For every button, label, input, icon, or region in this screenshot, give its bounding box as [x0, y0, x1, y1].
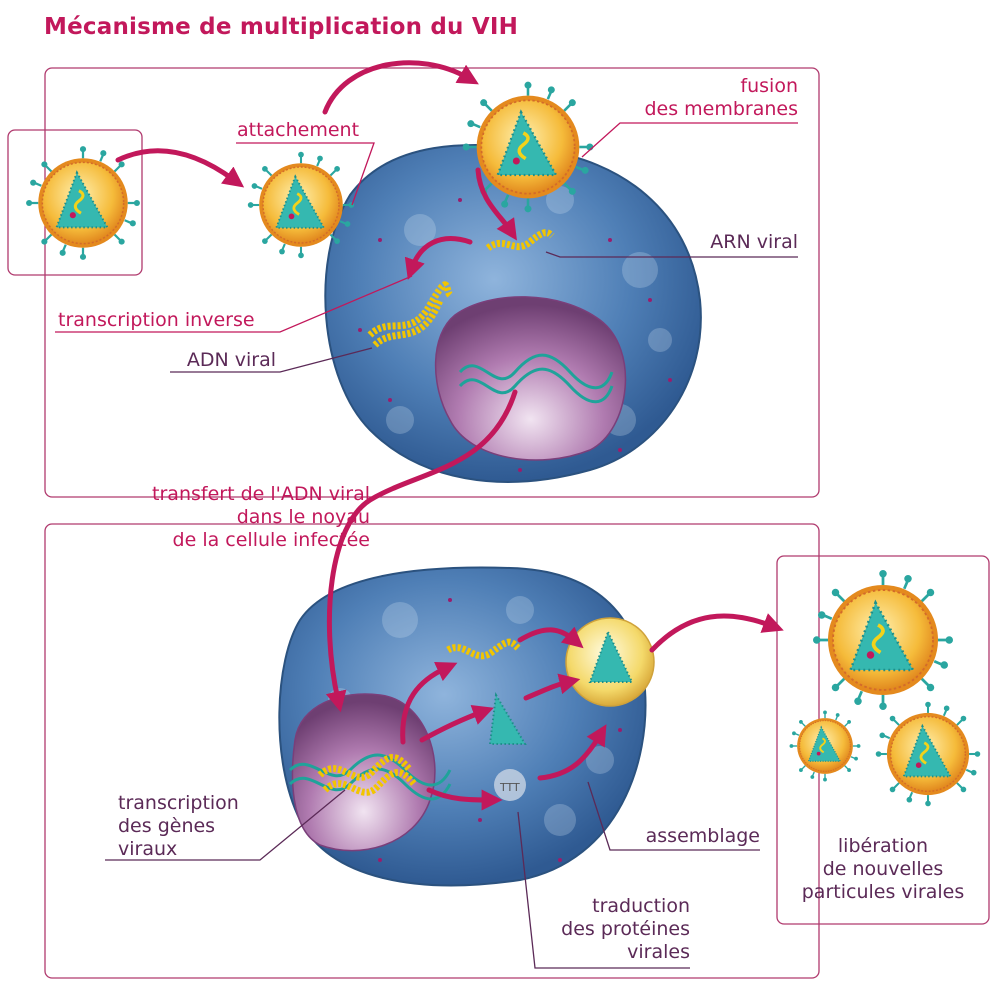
label-transcription-inverse: transcription inverse — [58, 309, 255, 331]
label-traduction-line1: traduction — [592, 895, 690, 917]
label-transfert-line1: transfert de l'ADN viral — [152, 483, 370, 505]
label-genes-line1: transcription — [118, 792, 239, 814]
svg-text:TTT: TTT — [499, 781, 520, 794]
label-genes-line3: viraux — [118, 838, 178, 860]
label-assemblage: assemblage — [645, 825, 760, 847]
label-liberation-line1: libération — [837, 835, 929, 857]
label-liberation-line2: de nouvelles — [822, 858, 944, 880]
label-fusion-line2: des membranes — [644, 98, 798, 120]
label-fusion: fusion des membranes — [620, 75, 798, 121]
label-traduction: traduction des protéines virales — [520, 895, 690, 964]
label-attachement: attachement — [237, 119, 360, 141]
label-liberation-line3: particules virales — [801, 881, 965, 903]
page-title: Mécanisme de multiplication du VIH — [44, 14, 519, 40]
label-liberation: libération de nouvelles particules viral… — [777, 835, 989, 904]
label-arn-viral: ARN viral — [710, 231, 798, 253]
label-adn-viral: ADN viral — [186, 349, 276, 371]
label-transcription-genes: transcription des gènes viraux — [118, 792, 239, 861]
label-fusion-line1: fusion — [740, 75, 798, 97]
label-transfert-line3: de la cellule infectée — [172, 529, 370, 551]
leader-lines — [55, 122, 798, 969]
label-traduction-line3: virales — [627, 941, 690, 963]
label-traduction-line2: des protéines — [561, 918, 690, 940]
label-transfert: transfert de l'ADN viral dans le noyau d… — [80, 483, 370, 552]
process-arrows — [115, 60, 784, 811]
upper-cell — [324, 143, 702, 483]
lower-cell: TTT — [278, 566, 655, 887]
label-genes-line2: des gènes — [118, 815, 216, 837]
label-transfert-line2: dans le noyau — [236, 506, 370, 528]
